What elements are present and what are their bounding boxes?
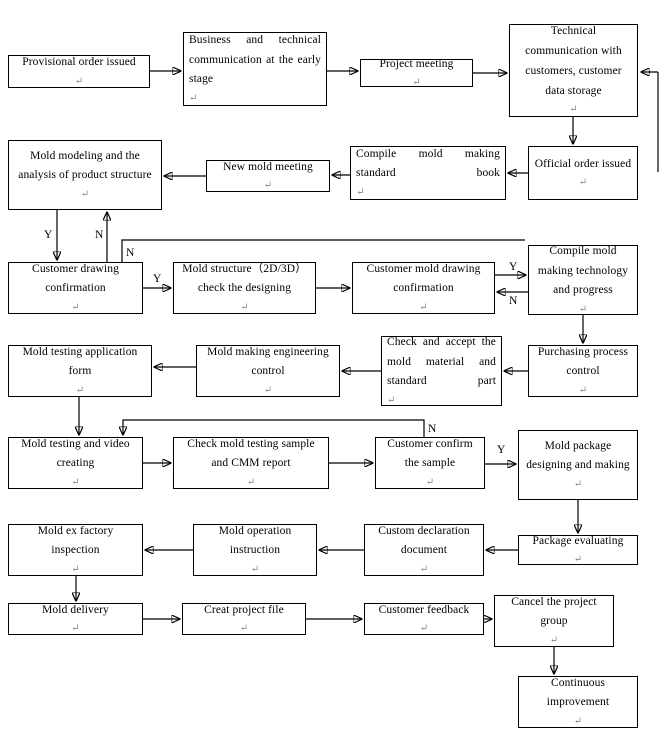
flow-node-n4[interactable]: Technical communication with customers, … xyxy=(509,24,638,117)
flow-node-n8[interactable]: Official order issued↵↵ xyxy=(528,146,638,200)
flow-node-label: Mold testing and video creating↵ xyxy=(14,435,137,492)
return-mark-icon: ↵ xyxy=(263,180,273,192)
flow-node-n3[interactable]: Project meeting↵↵ xyxy=(360,58,473,88)
flow-node-label: Mold delivery↵ xyxy=(14,601,137,638)
flow-node-label: Custom declaration document↵ xyxy=(370,522,478,579)
return-mark-icon: ↵ xyxy=(239,623,249,635)
flow-node-label: Customer drawing confirmation↵ xyxy=(14,260,137,317)
flow-node-label: Mold ex factory inspection↵ xyxy=(14,522,137,579)
flow-node-label: Provisional order issued↵ xyxy=(14,53,144,90)
return-mark-icon: ↵ xyxy=(573,554,583,566)
flow-node-n25[interactable]: Mold delivery↵↵ xyxy=(8,603,143,635)
return-mark-icon: ↵ xyxy=(74,75,84,87)
flow-node-label: Customer mold drawing confirmation↵ xyxy=(358,260,489,317)
flow-node-n14[interactable]: Mold making engineering control↵↵ xyxy=(196,345,340,397)
return-mark-icon: ↵ xyxy=(189,93,198,105)
branch-label-b4: Y xyxy=(153,273,162,285)
flow-node-n23[interactable]: Custom declaration document↵↵ xyxy=(364,524,484,576)
flow-node-n9[interactable]: Customer drawing confirmation↵↵ xyxy=(8,262,143,314)
flow-node-n11[interactable]: Customer mold drawing confirmation↵↵ xyxy=(352,262,495,314)
flow-node-n6[interactable]: New mold meeting↵↵ xyxy=(206,160,330,192)
branch-label-b6: N xyxy=(509,295,518,307)
flow-node-n19[interactable]: Customer confirm the sample↵↵ xyxy=(375,437,485,489)
flow-node-n1[interactable]: Provisional order issued↵↵ xyxy=(8,55,150,88)
flow-node-label: Check and accept the mold material and s… xyxy=(387,333,496,409)
return-mark-icon: ↵ xyxy=(356,187,365,199)
return-mark-icon: ↵ xyxy=(263,385,273,397)
flow-node-label: Package evaluating↵ xyxy=(524,532,632,569)
flow-node-n5[interactable]: Mold modeling and the analysis of produc… xyxy=(8,140,162,210)
return-mark-icon: ↵ xyxy=(419,564,429,576)
flow-node-label: Business and technical communication at … xyxy=(189,31,321,107)
return-mark-icon: ↵ xyxy=(387,395,396,407)
flow-node-n24[interactable]: Package evaluating↵↵ xyxy=(518,535,638,565)
flow-node-label: Mold making engineering control↵ xyxy=(202,343,334,400)
flow-node-n28[interactable]: Cancel the project group↵↵ xyxy=(494,595,614,647)
branch-label-b7: N xyxy=(428,423,437,435)
branch-label-b8: Y xyxy=(497,444,506,456)
flow-node-label: Official order issued↵ xyxy=(534,155,632,192)
flow-node-n10[interactable]: Mold structure（2D/3D）check the designing… xyxy=(173,262,316,314)
flow-node-label: Mold testing application form↵ xyxy=(14,343,146,400)
return-mark-icon: ↵ xyxy=(250,564,260,576)
flow-node-label: Mold structure（2D/3D）check the designing… xyxy=(179,260,310,317)
flow-node-label: Technical communication with customers, … xyxy=(515,22,632,118)
flow-node-n26[interactable]: Creat project file↵↵ xyxy=(182,603,306,635)
flow-node-label: Compile mold making technology and progr… xyxy=(534,242,632,318)
flow-node-n22[interactable]: Mold operation instruction↵↵ xyxy=(193,524,317,576)
flow-node-label: Customer feedback↵ xyxy=(370,601,478,638)
flow-node-label: Cancel the project group↵ xyxy=(500,593,608,650)
return-mark-icon: ↵ xyxy=(240,302,249,314)
return-mark-icon: ↵ xyxy=(573,479,583,491)
flow-node-label: Compile mold making standard book↵ xyxy=(356,145,500,202)
flow-node-n12[interactable]: Compile mold making technology and progr… xyxy=(528,245,638,315)
flow-node-n16[interactable]: Purchasing process control↵↵ xyxy=(528,345,638,397)
edge-n19-n17-no xyxy=(123,419,425,437)
return-mark-icon: ↵ xyxy=(71,623,80,635)
flow-node-label: Purchasing process control↵ xyxy=(534,343,632,400)
flow-node-label: Continuous improvement↵ xyxy=(524,674,632,731)
branch-label-b3: N xyxy=(126,247,135,259)
flow-node-n13[interactable]: Mold testing application form↵↵ xyxy=(8,345,152,397)
branch-label-b5: Y xyxy=(509,261,518,273)
flow-node-label: Project meeting↵ xyxy=(366,55,467,92)
flow-node-n27[interactable]: Customer feedback↵↵ xyxy=(364,603,484,635)
flow-node-label: Mold operation instruction↵ xyxy=(199,522,311,579)
flow-node-label: Mold package designing and making↵ xyxy=(524,437,632,494)
return-mark-icon: ↵ xyxy=(573,716,583,728)
return-mark-icon: ↵ xyxy=(549,635,559,647)
flow-node-label: Check mold testing sample and CMM report… xyxy=(179,435,323,492)
return-mark-icon: ↵ xyxy=(71,477,80,489)
flow-node-label: Customer confirm the sample↵ xyxy=(381,435,479,492)
return-mark-icon: ↵ xyxy=(246,477,256,489)
edge-long-no-return xyxy=(121,239,525,262)
return-mark-icon: ↵ xyxy=(578,177,588,189)
flow-node-n15[interactable]: Check and accept the mold material and s… xyxy=(381,336,502,406)
return-mark-icon: ↵ xyxy=(419,623,429,635)
return-mark-icon: ↵ xyxy=(80,189,90,201)
return-mark-icon: ↵ xyxy=(425,477,435,489)
flow-node-n20[interactable]: Mold package designing and making↵↵ xyxy=(518,430,638,500)
flow-node-label: Creat project file↵ xyxy=(188,601,300,638)
branch-label-b1: Y xyxy=(44,229,53,241)
return-mark-icon: ↵ xyxy=(578,304,588,316)
flow-node-n7[interactable]: Compile mold making standard book↵↵ xyxy=(350,146,506,200)
return-mark-icon: ↵ xyxy=(71,564,80,576)
return-mark-icon: ↵ xyxy=(75,385,85,397)
flow-node-n29[interactable]: Continuous improvement↵↵ xyxy=(518,676,638,728)
flow-node-n18[interactable]: Check mold testing sample and CMM report… xyxy=(173,437,329,489)
flow-node-n17[interactable]: Mold testing and video creating↵↵ xyxy=(8,437,143,489)
flow-node-label: Mold modeling and the analysis of produc… xyxy=(14,147,156,204)
return-mark-icon: ↵ xyxy=(412,77,421,89)
return-mark-icon: ↵ xyxy=(419,302,428,314)
flow-node-n21[interactable]: Mold ex factory inspection↵↵ xyxy=(8,524,143,576)
return-mark-icon: ↵ xyxy=(569,104,578,116)
flow-node-label: New mold meeting↵ xyxy=(212,158,324,195)
return-mark-icon: ↵ xyxy=(578,385,588,397)
return-mark-icon: ↵ xyxy=(71,302,80,314)
flow-node-n2[interactable]: Business and technical communication at … xyxy=(183,32,327,106)
branch-label-b2: N xyxy=(95,229,104,241)
